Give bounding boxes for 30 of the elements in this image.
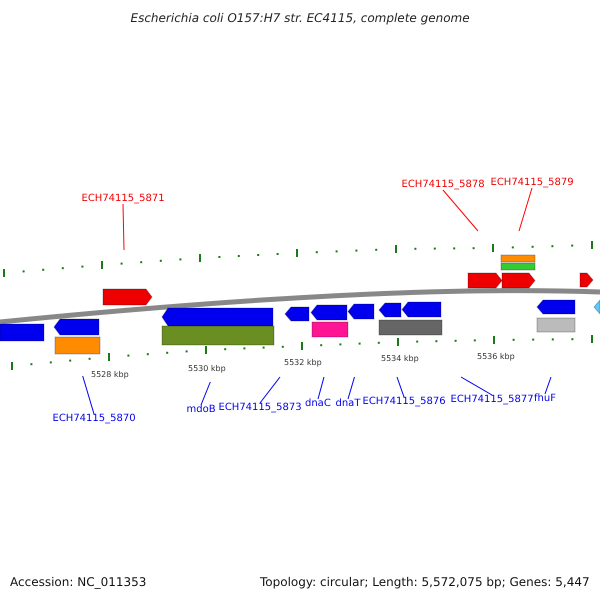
leader-line <box>544 376 552 394</box>
footer-text: Topology: circular; Length: 5,572,075 bp; Genes: 5,447 <box>260 576 590 588</box>
scale-label: 5534 kbp <box>381 355 419 363</box>
gene-label: ECH74115_5876 <box>362 397 446 407</box>
gene-label: dnaT <box>336 399 360 409</box>
leader-line <box>460 376 492 396</box>
leader-line <box>318 376 324 400</box>
gene-label: ECH74115_5879 <box>490 178 574 188</box>
leader-line <box>82 376 94 414</box>
leader-line <box>122 204 124 250</box>
gene-label: mdoB <box>186 405 216 415</box>
map-title: Escherichia coli O157:H7 str. EC4115, complete genome <box>130 12 470 24</box>
gene-label: fhuF <box>534 394 556 404</box>
leader-line <box>518 188 532 232</box>
scale-label: 5532 kbp <box>284 359 322 367</box>
footer-text: Accession: NC_011353 <box>10 576 146 588</box>
gene-label: ECH74115_5877 <box>450 395 534 405</box>
gene-label: ECH74115_5871 <box>82 194 165 204</box>
gene-label: dnaC <box>305 399 331 409</box>
scale-label: 5536 kbp <box>477 353 515 361</box>
gene-label: ECH74115_5878 <box>402 180 485 190</box>
scale-label: 5530 kbp <box>188 365 226 373</box>
leader-line <box>348 376 355 400</box>
scale-label: 5528 kbp <box>91 371 129 379</box>
leader-line <box>442 190 478 232</box>
leader-line <box>200 382 211 406</box>
leader-line <box>260 376 280 404</box>
gene-label: ECH74115_5870 <box>52 414 136 424</box>
gene-label: ECH74115_5873 <box>218 403 302 413</box>
leader-line <box>396 376 404 398</box>
